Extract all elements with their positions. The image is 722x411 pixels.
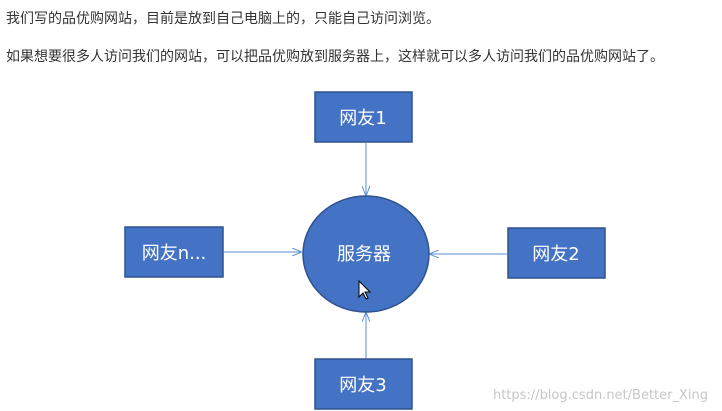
watermark-url: https://blog.csdn.net/Better_Xing xyxy=(492,388,708,403)
intro-paragraph-server: 如果想要很多人访问我们的网站，可以把品优购放到服务器上，这样就可以多人访问我们的… xyxy=(6,49,664,65)
user-node-bottom: 网友3 xyxy=(314,358,413,410)
mouse-cursor-icon xyxy=(358,279,372,300)
user-right-label: 网友2 xyxy=(532,244,579,265)
user-left-label: 网友n... xyxy=(142,243,207,264)
user-node-right: 网友2 xyxy=(507,227,606,279)
server-node: 服务器 xyxy=(302,195,430,313)
user-node-left: 网友n... xyxy=(124,226,224,278)
user-top-label: 网友1 xyxy=(339,108,386,129)
intro-paragraph-local: 我们写的品优购网站，目前是放到自己电脑上的，只能自己访问浏览。 xyxy=(6,11,440,27)
server-label: 服务器 xyxy=(337,244,391,265)
user-bottom-label: 网友3 xyxy=(339,375,386,396)
user-node-top: 网友1 xyxy=(314,91,413,143)
